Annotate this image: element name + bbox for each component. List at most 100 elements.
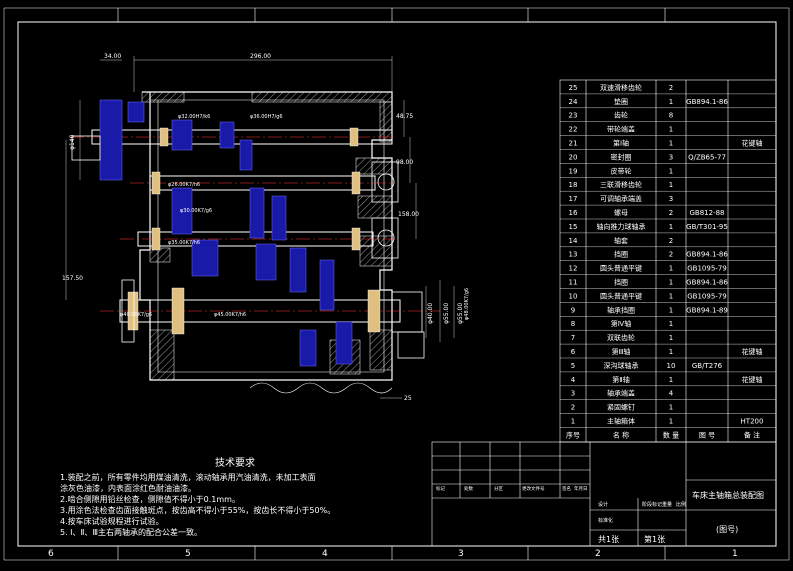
bom-cell: 1 <box>669 126 673 134</box>
end-caps <box>71 135 425 359</box>
bom-cell: 12 <box>569 265 578 273</box>
bom-cell: 11 <box>569 279 578 287</box>
ruler-bottom: 6 5 4 3 2 1 <box>48 549 738 559</box>
bom-cell: 1 <box>669 376 673 384</box>
bom-header-cell: 图 号 <box>699 431 715 439</box>
bom-cell: 10 <box>569 292 578 300</box>
dimension-lines <box>65 56 455 399</box>
bom-cell: 1 <box>669 292 673 300</box>
bom-cell: 8 <box>571 320 575 328</box>
mark-label: 年月日 <box>574 485 588 492</box>
bom-cell: 1 <box>669 306 673 314</box>
bom-cell: 4 <box>669 390 674 398</box>
bom-cell: 1 <box>669 279 673 287</box>
bom-cell: 1 <box>669 223 673 231</box>
fit-label: φ35.00K7/h6 <box>168 240 200 246</box>
bom-cell: 挡圈 <box>614 278 628 287</box>
bom-header-cell: 数 量 <box>663 430 679 439</box>
sheet-number: 第1张 <box>644 534 665 544</box>
dim-r1: 48.75 <box>396 113 413 120</box>
bom-header-cell: 序号 <box>566 430 580 439</box>
dim-v1: φ40.00 <box>427 303 434 324</box>
bom-cell: 2 <box>669 84 673 92</box>
dim-v3: φ55.00 <box>457 303 464 324</box>
bom-cell: 2 <box>669 209 673 217</box>
fit-label: φ40.00K7/g6 <box>120 312 152 318</box>
bom-cell: GB1095-79 <box>687 292 726 300</box>
note-line: 涂灰色油漆，内表面涂红色耐油油漆。 <box>60 484 196 493</box>
bom-cell: 圆头普通平键 <box>600 291 642 300</box>
ruler-top-ticks <box>117 8 666 22</box>
ruler-bottom-ticks <box>117 546 666 560</box>
bom-cell: 17 <box>569 195 578 203</box>
bom-cell: 轴承端盖 <box>607 389 635 398</box>
bom-cell: GB812-88 <box>689 209 724 217</box>
bom-cell: 第Ⅳ轴 <box>611 319 631 328</box>
fit-label: φ48.00K7/g6 <box>464 288 470 320</box>
bom-cell: 三联滑移齿轮 <box>600 180 642 189</box>
bom-cell: 10 <box>667 362 676 370</box>
role-label: 设计 <box>598 501 608 508</box>
bom-cell: 1 <box>669 418 673 426</box>
bom-cell: GB894.1-89 <box>686 306 728 314</box>
bom-cell: 1 <box>669 181 673 189</box>
ruler-label: 4 <box>322 549 328 559</box>
bom-cell: 2 <box>571 404 575 412</box>
fit-label: φ30.00K7/g6 <box>180 208 212 214</box>
bom-cell: 轴承挡圈 <box>607 305 635 314</box>
bom-cell: 垫圈 <box>614 97 628 106</box>
bom-cell: 22 <box>569 126 578 134</box>
bom-cell: Q/ZB65-77 <box>688 153 726 161</box>
bom-cell: 双联齿轮 <box>607 333 635 342</box>
bom-cell: 23 <box>569 112 578 120</box>
ruler-label: 5 <box>185 549 191 559</box>
bom-cell: 6 <box>571 348 576 356</box>
bom-cell: GB/T301-95 <box>686 223 728 231</box>
title-block-text: 车床主轴箱总装配图 (图号) 共1张 第1张 标记 处数 分区 更改文件号 签名… <box>436 485 764 544</box>
role-label: 比例 <box>676 501 686 508</box>
bom-cell: 密封圈 <box>611 152 632 161</box>
bom-cell: 齿轮 <box>614 111 628 120</box>
fit-label: φ32.00H7/k6 <box>178 114 210 120</box>
bom-cell: 第Ⅲ轴 <box>612 347 631 356</box>
ruler-label: 6 <box>48 549 54 559</box>
ruler-label: 3 <box>458 549 464 559</box>
bom-table <box>559 79 777 443</box>
bom-cell: 紧固螺钉 <box>607 403 635 412</box>
bom-cell: 可调轴承端盖 <box>600 194 642 203</box>
dim-top-left: 34.00 <box>104 53 121 60</box>
note-line: 1.装配之前，所有零件均用煤油清洗，滚动轴承用汽油清洗，未加工表面 <box>60 473 316 482</box>
bom-cell: 1 <box>669 334 673 342</box>
ruler-label: 2 <box>595 549 601 559</box>
note-line: 5. Ⅰ、Ⅱ、Ⅲ主右两轴承的配合公差一致。 <box>60 528 202 537</box>
center-lines <box>70 136 440 312</box>
bom-header-cell: 备 注 <box>744 430 760 439</box>
dimension-texts: 296.00 34.00 φ140 157.50 48.75 98.00 158… <box>62 53 464 402</box>
mark-label: 签名 <box>562 485 571 492</box>
bom-cell: 1 <box>669 404 673 412</box>
bom-cell: 1 <box>571 418 575 426</box>
bom-cell: GB1095-79 <box>687 265 726 273</box>
sheets-total: 共1张 <box>598 535 619 544</box>
bom-cell: 21 <box>569 140 578 148</box>
bom-cell: 8 <box>669 112 673 120</box>
bom-cell: 2 <box>669 251 673 259</box>
bom-cell: 双速滑移齿轮 <box>600 83 642 92</box>
bom-cell: 5 <box>571 362 575 370</box>
bom-cell: 9 <box>571 306 575 314</box>
bom-cell: 24 <box>569 98 578 106</box>
bom-cell: 花键轴 <box>742 347 763 356</box>
fit-labels: φ32.00H7/k6 φ36.00H7/g6 φ26.00K7/h6 φ30.… <box>120 114 470 320</box>
fit-label: φ45.00K7/h6 <box>214 312 246 318</box>
bom-cell: 1 <box>669 98 673 106</box>
dim-r2: 98.00 <box>396 159 413 166</box>
bom-cell: 带轮端盖 <box>607 125 635 134</box>
bom-cell: GB894.1-86 <box>686 251 728 259</box>
bom-cell: 深沟球轴承 <box>604 361 639 370</box>
gears <box>99 99 353 367</box>
bom-cell: 3 <box>669 153 673 161</box>
bom-cell: 花键轴 <box>742 375 763 384</box>
bom-cell: 1 <box>669 265 673 273</box>
